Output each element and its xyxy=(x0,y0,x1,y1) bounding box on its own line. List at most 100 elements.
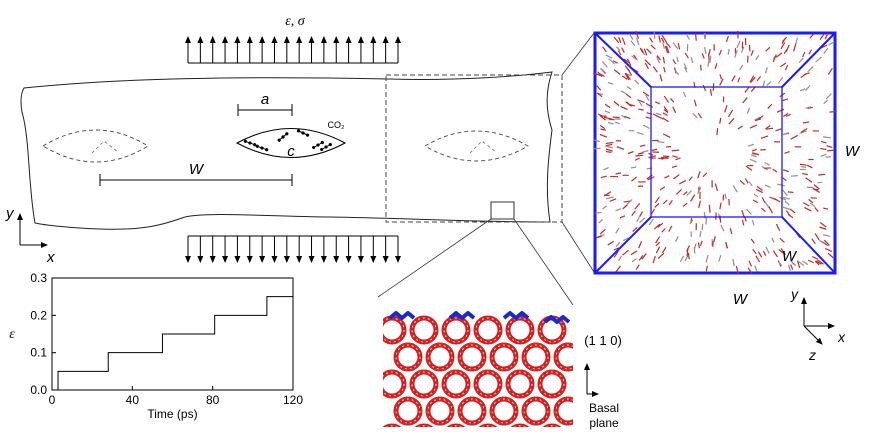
water-molecule xyxy=(819,33,825,40)
water-molecule xyxy=(772,250,779,258)
water-molecule xyxy=(752,153,759,155)
zoom-line-top xyxy=(561,32,595,76)
water-molecule xyxy=(599,115,606,121)
water-molecule xyxy=(648,155,657,159)
water-molecule xyxy=(644,59,652,66)
water-molecule xyxy=(615,172,622,175)
water-molecule xyxy=(594,139,601,143)
water-molecule xyxy=(627,69,632,76)
water-molecule xyxy=(741,219,745,226)
water-molecule xyxy=(807,66,814,73)
water-molecule xyxy=(617,50,622,56)
water-molecule xyxy=(642,124,650,130)
water-molecule xyxy=(702,172,708,178)
water-molecule xyxy=(762,250,767,257)
water-molecule xyxy=(742,97,748,104)
water-molecule xyxy=(630,40,636,47)
ice-ring xyxy=(542,423,562,427)
water-molecule xyxy=(643,48,648,56)
box-axis-x-label: x xyxy=(837,329,846,345)
water-molecule xyxy=(821,44,828,49)
crack-left xyxy=(42,129,149,163)
water-molecule xyxy=(778,248,785,255)
water-molecule xyxy=(672,59,677,65)
surface-zoom-line-right xyxy=(513,218,574,306)
water-molecule xyxy=(615,241,621,248)
water-molecule xyxy=(699,230,702,238)
water-molecule xyxy=(771,237,775,243)
water-molecule xyxy=(599,228,606,235)
water-molecule xyxy=(755,188,764,194)
water-molecule xyxy=(787,191,794,194)
water-molecule xyxy=(673,174,680,180)
water-molecule xyxy=(793,44,797,52)
water-molecule xyxy=(699,240,703,247)
water-molecule xyxy=(807,259,814,264)
water-molecule xyxy=(686,245,691,252)
water-molecule xyxy=(719,117,722,124)
simulation-box xyxy=(592,30,837,275)
water-molecule xyxy=(822,233,831,237)
water-molecule xyxy=(683,66,688,73)
water-molecule xyxy=(639,47,644,54)
water-molecule xyxy=(735,265,739,274)
water-molecule xyxy=(750,154,757,158)
water-molecule xyxy=(632,226,638,232)
water-molecule xyxy=(811,238,816,245)
water-molecule xyxy=(603,167,609,171)
water-molecule xyxy=(807,106,813,110)
water-molecule xyxy=(805,106,811,109)
water-molecule xyxy=(665,41,671,48)
water-molecule xyxy=(635,30,640,39)
surface-co2 xyxy=(502,311,530,320)
water-molecule xyxy=(727,109,734,118)
water-molecule xyxy=(739,64,744,71)
y-tick-label: 0.2 xyxy=(30,308,47,322)
water-molecule xyxy=(623,58,631,64)
water-molecule xyxy=(746,208,752,215)
water-molecule xyxy=(775,223,781,231)
water-molecule xyxy=(779,196,787,201)
water-molecule xyxy=(815,260,822,265)
water-molecule xyxy=(668,199,673,206)
water-molecule xyxy=(683,63,688,70)
water-molecule xyxy=(760,135,769,139)
water-molecule xyxy=(780,248,786,256)
water-molecule xyxy=(676,56,679,63)
water-molecule xyxy=(655,241,661,247)
water-molecule xyxy=(804,206,812,212)
ice-ring xyxy=(510,423,530,427)
water-molecule xyxy=(775,52,783,58)
box-side-label: W xyxy=(845,143,861,160)
water-molecule xyxy=(654,202,660,208)
water-molecule xyxy=(662,133,671,139)
water-molecule xyxy=(678,180,687,185)
water-molecule xyxy=(724,241,729,249)
water-molecule xyxy=(657,252,665,259)
water-molecule xyxy=(826,145,833,149)
water-molecule xyxy=(635,37,640,46)
water-molecule xyxy=(811,255,818,260)
water-molecule xyxy=(750,76,756,84)
crack-spacing-label: W xyxy=(189,161,205,178)
water-molecule xyxy=(638,211,643,218)
water-molecule xyxy=(787,264,792,271)
water-molecule xyxy=(823,207,829,210)
co2-molecule xyxy=(312,140,324,150)
water-molecule xyxy=(690,194,696,202)
water-molecule xyxy=(645,94,650,101)
water-molecule xyxy=(615,208,622,212)
ice-slab-outline xyxy=(20,71,553,230)
water-molecule xyxy=(781,176,787,182)
water-molecule xyxy=(625,72,631,80)
water-molecule xyxy=(656,140,665,144)
water-molecule xyxy=(724,104,728,113)
water-molecule xyxy=(605,148,613,152)
water-molecule xyxy=(618,255,623,262)
water-molecule xyxy=(635,264,640,270)
water-molecule xyxy=(655,246,661,254)
water-molecule xyxy=(621,47,625,53)
water-molecules xyxy=(592,30,837,274)
water-molecule xyxy=(636,131,644,135)
water-molecule xyxy=(622,249,630,256)
